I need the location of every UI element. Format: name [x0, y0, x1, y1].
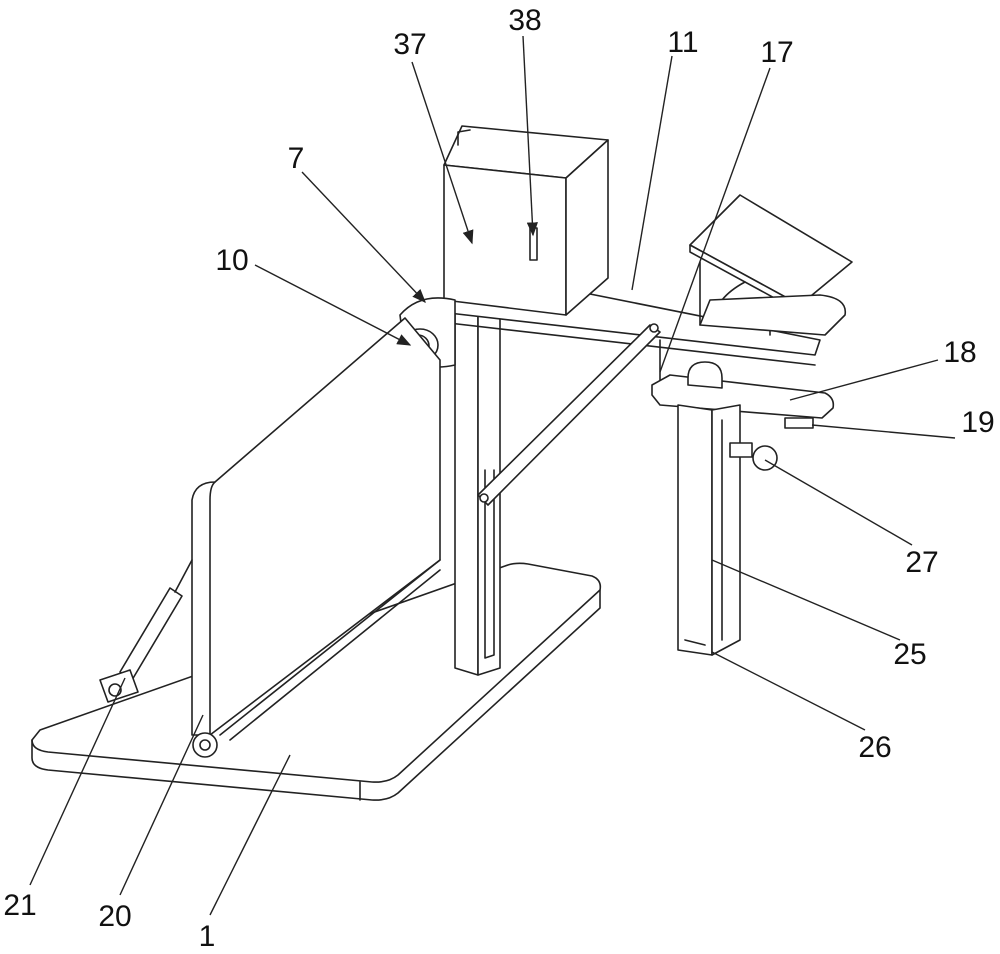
label-18: 18	[943, 336, 976, 369]
valve-27	[730, 443, 752, 457]
solar-panel	[660, 195, 852, 385]
label-7: 7	[288, 142, 305, 175]
label-27: 27	[905, 546, 938, 579]
probe-post	[678, 405, 777, 655]
label-37: 37	[393, 28, 426, 61]
label-10: 10	[215, 244, 248, 277]
label-20: 20	[98, 900, 131, 933]
label-19: 19	[961, 406, 994, 439]
label-38: 38	[508, 4, 541, 37]
label-26: 26	[858, 731, 891, 764]
label-1: 1	[199, 920, 216, 953]
control-box	[444, 126, 608, 315]
label-25: 25	[893, 638, 926, 671]
label-11: 11	[667, 26, 698, 59]
diagonal-brace	[478, 324, 660, 505]
label-21: 21	[3, 889, 36, 922]
label-17: 17	[760, 36, 793, 69]
bracket-19	[785, 418, 813, 428]
